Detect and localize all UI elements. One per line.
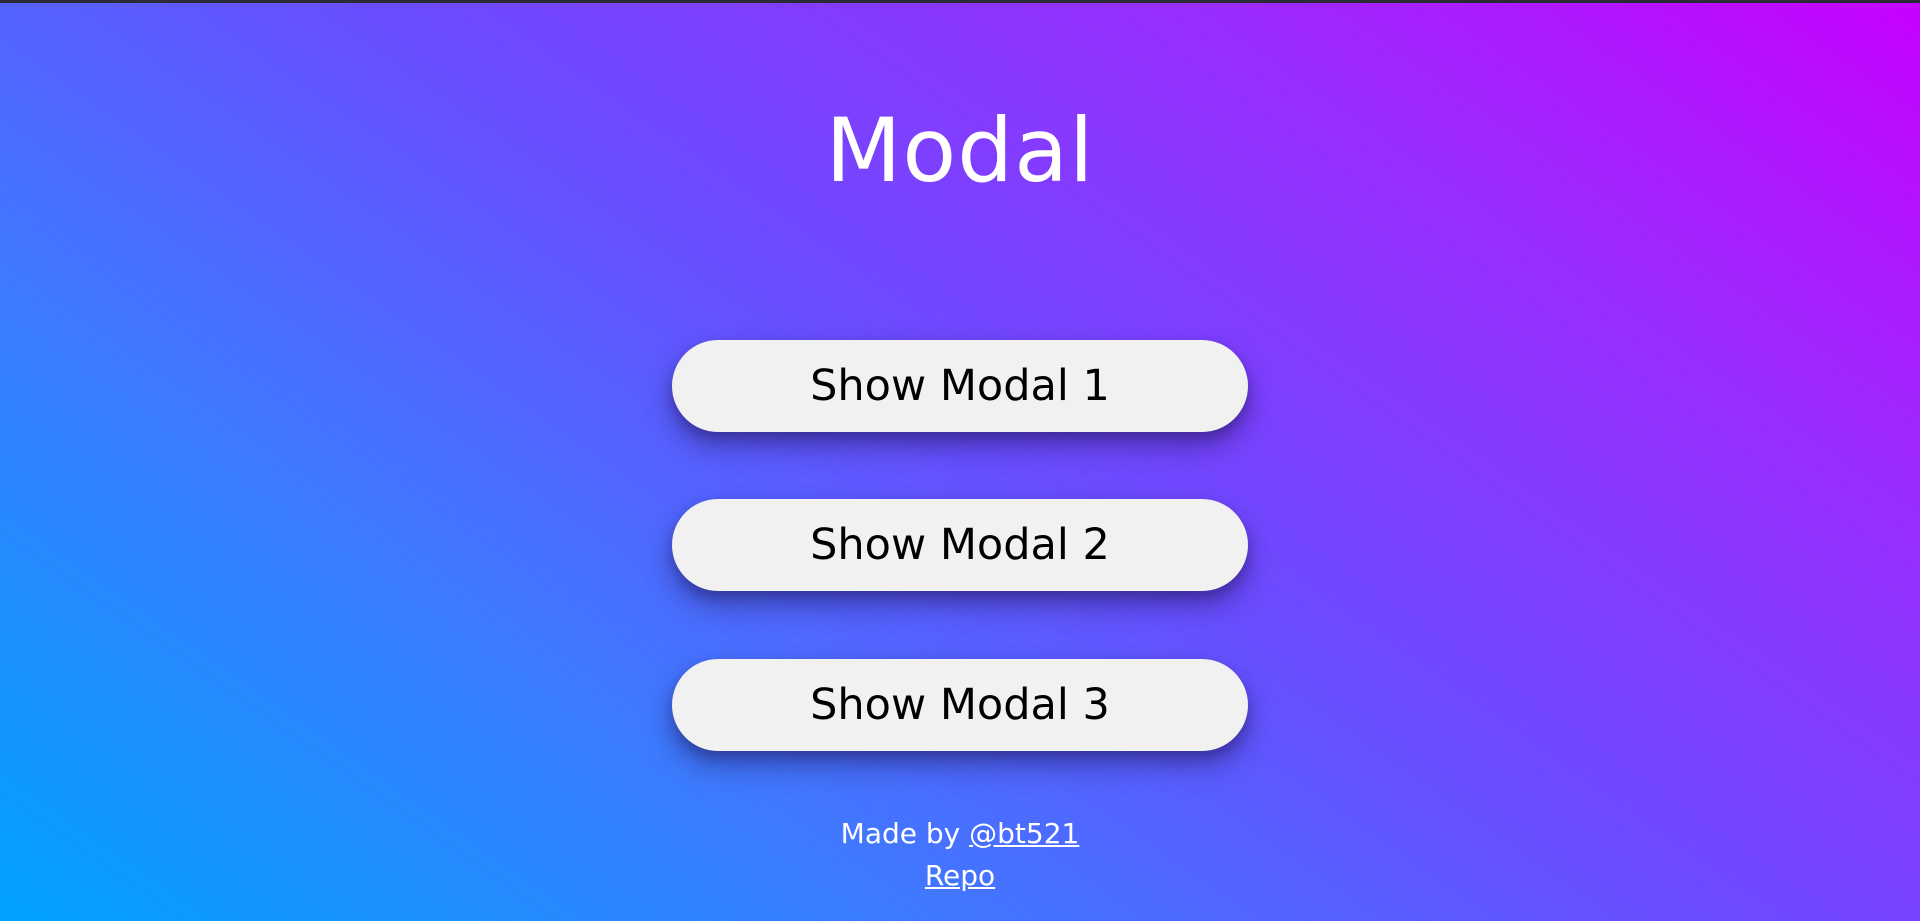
window-top-edge [0, 0, 1920, 3]
repo-link[interactable]: Repo [924, 859, 996, 892]
repo-line: Repo [0, 855, 1920, 897]
made-by-line: Made by @bt521 [0, 813, 1920, 855]
footer: Made by @bt521 Repo [0, 813, 1920, 897]
show-modal-1-button[interactable]: Show Modal 1 [672, 340, 1248, 432]
page-title: Modal [825, 99, 1095, 202]
show-modal-3-button[interactable]: Show Modal 3 [672, 659, 1248, 751]
author-link[interactable]: @bt521 [969, 817, 1080, 850]
show-modal-2-button[interactable]: Show Modal 2 [672, 499, 1248, 591]
made-by-text: Made by [840, 817, 970, 850]
